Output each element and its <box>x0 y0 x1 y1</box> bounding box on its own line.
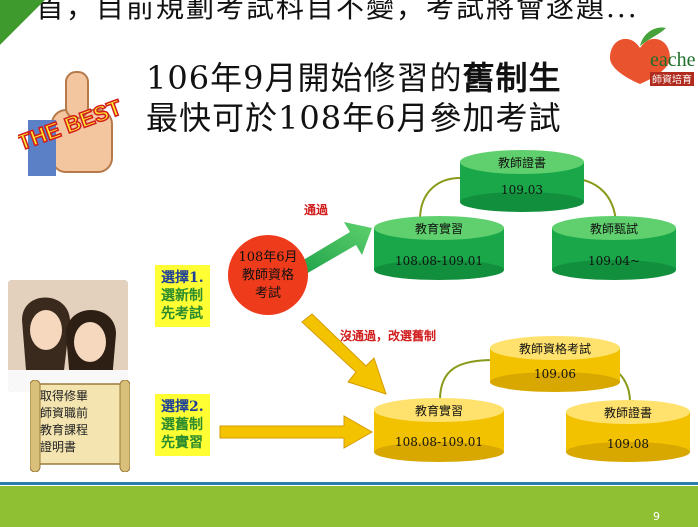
logo-sub: 師資培育 <box>652 73 692 86</box>
green-practice-title: 教育實習 <box>415 221 463 236</box>
choice-2-line3: 先實習 <box>161 435 203 451</box>
choice-2-key: 選擇2. <box>161 399 204 415</box>
arrow-to-yellow-straight <box>219 415 374 449</box>
green-cert-date: 109.03 <box>501 183 543 197</box>
green-practice-cylinder: 教育實習 108.08-109.01 <box>374 216 504 280</box>
yellow-cert-cylinder: 教師證書 109.08 <box>566 400 690 462</box>
yellow-exam-title: 教師資格考試 <box>519 341 591 356</box>
yellow-cert-date: 109.08 <box>607 437 649 451</box>
connector-yellow-1 <box>439 359 495 401</box>
choice-1-line2: 選新制 <box>161 288 203 304</box>
footer-divider <box>0 482 698 485</box>
yellow-cert-title: 教師證書 <box>604 405 652 420</box>
green-cert-title: 教師證書 <box>498 155 546 170</box>
connector-green-1 <box>419 177 461 221</box>
page-number: 9 <box>653 510 660 523</box>
green-appoint-title: 教師甄試 <box>590 221 638 236</box>
pass-label: 通過 <box>304 202 329 217</box>
exam-circle <box>228 235 308 315</box>
fail-label: 沒通過，改選舊制 <box>340 328 436 343</box>
yellow-exam-date: 109.06 <box>534 367 576 381</box>
yellow-exam-cylinder: 教師資格考試 109.06 <box>490 336 620 392</box>
logo-brand: eache <box>650 49 696 71</box>
cert-line-1: 取得修畢 <box>40 389 89 403</box>
cert-line-3: 教育課程 <box>40 423 89 437</box>
exam-line3: 考試 <box>255 285 281 301</box>
yellow-practice-date: 108.08-109.01 <box>395 435 483 449</box>
title-line1-bold: 舊制生 <box>462 59 562 97</box>
slide-title: 106年9月開始修習的舊制生 最快可於108年6月參加考試 <box>146 58 561 138</box>
thumbs-up-icon: THE BEST <box>18 71 126 176</box>
exam-line2: 教師資格 <box>242 267 294 283</box>
yellow-practice-title: 教育實習 <box>415 403 463 418</box>
yellow-practice-cylinder: 教育實習 108.08-109.01 <box>374 398 504 462</box>
choice-1-line3: 先考試 <box>161 306 203 322</box>
green-appoint-date: 109.04~ <box>588 254 640 268</box>
title-line2: 最快可於108年6月參加考試 <box>146 99 562 137</box>
arrow-to-green <box>300 222 372 274</box>
cert-line-4: 證明書 <box>40 440 77 454</box>
title-line1-prefix: 106年9月開始修習的 <box>146 59 463 97</box>
green-practice-date: 108.08-109.01 <box>395 254 483 268</box>
arrow-to-yellow-diagonal <box>301 313 387 395</box>
green-appoint-cylinder: 教師甄試 109.04~ <box>552 216 676 280</box>
footer-bar <box>0 486 698 527</box>
green-cert-cylinder: 教師證書 109.03 <box>460 150 584 212</box>
choice-1-box: 選擇1. 選新制 先考試 <box>155 265 210 327</box>
choice-2-line2: 選舊制 <box>161 417 203 433</box>
cert-line-2: 師資職前 <box>40 406 89 420</box>
students-photo <box>8 280 128 392</box>
certificate-text: 取得修畢 師資職前 教育課程 證明書 <box>40 388 122 456</box>
top-banner: 首，目前規劃考試科目不變，考試將會逐題... <box>36 0 639 22</box>
teacher-logo: eache 師資培育 <box>610 27 696 86</box>
choice-1-key: 選擇1. <box>161 270 204 286</box>
exam-line1: 108年6月 <box>238 250 297 265</box>
choice-2-box: 選擇2. 選舊制 先實習 <box>155 394 210 456</box>
certificate-scroll <box>30 380 130 472</box>
